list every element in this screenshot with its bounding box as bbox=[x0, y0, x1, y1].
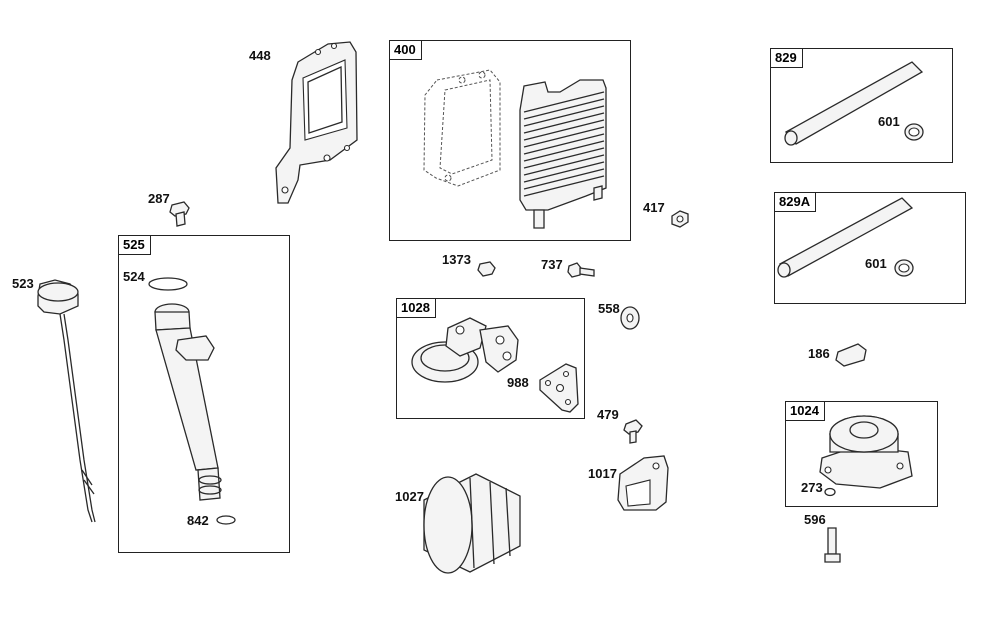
callout-524: 524 bbox=[123, 269, 145, 284]
group-label-1028: 1028 bbox=[396, 298, 436, 318]
callout-596: 596 bbox=[804, 512, 826, 527]
callout-988: 988 bbox=[507, 375, 529, 390]
callout-601-b: 601 bbox=[865, 256, 887, 271]
hose-part-829 bbox=[784, 61, 924, 146]
oil-filter-part-1027 bbox=[423, 473, 521, 574]
callout-287: 287 bbox=[148, 191, 170, 206]
group-box-1028: 1028 bbox=[396, 298, 585, 419]
bolt-part-596 bbox=[824, 527, 841, 563]
dipstick-tube-part-525 bbox=[148, 277, 236, 525]
group-box-400: 400 bbox=[389, 40, 631, 241]
fitting-part-186 bbox=[835, 343, 867, 367]
group-box-1024: 1024 bbox=[785, 401, 938, 507]
bolt-part-1373 bbox=[477, 261, 496, 277]
callout-842: 842 bbox=[187, 513, 209, 528]
callout-186: 186 bbox=[808, 346, 830, 361]
oil-cooler-part-400 bbox=[423, 69, 607, 229]
bracket-part-1017 bbox=[617, 455, 669, 511]
callout-558: 558 bbox=[598, 301, 620, 316]
group-box-829: 829 bbox=[770, 48, 953, 163]
callout-737: 737 bbox=[541, 257, 563, 272]
oil-pump-part-1024 bbox=[819, 415, 913, 489]
callout-1373: 1373 bbox=[442, 252, 471, 267]
callout-1027: 1027 bbox=[395, 489, 424, 504]
bracket-part-448 bbox=[275, 41, 358, 204]
hose-part-829a bbox=[777, 197, 914, 278]
group-label-525: 525 bbox=[118, 235, 151, 255]
nut-part-417 bbox=[671, 210, 689, 228]
group-label-1024: 1024 bbox=[785, 401, 825, 421]
group-label-829: 829 bbox=[770, 48, 803, 68]
callout-479: 479 bbox=[597, 407, 619, 422]
callout-448: 448 bbox=[249, 48, 271, 63]
callout-417: 417 bbox=[643, 200, 665, 215]
clamp-part-601-b bbox=[894, 259, 914, 277]
bolt-part-287 bbox=[169, 201, 190, 227]
callout-1017: 1017 bbox=[588, 466, 617, 481]
bolt-part-479 bbox=[623, 419, 643, 444]
group-box-525: 525 bbox=[118, 235, 290, 553]
group-label-400: 400 bbox=[389, 40, 422, 60]
dipstick-part-523 bbox=[37, 279, 96, 523]
o-ring-part-273 bbox=[824, 487, 836, 497]
callout-601-a: 601 bbox=[878, 114, 900, 129]
callout-273: 273 bbox=[801, 480, 823, 495]
gasket-part-988 bbox=[539, 363, 579, 413]
group-box-829a: 829A bbox=[774, 192, 966, 304]
bolt-part-737 bbox=[567, 262, 595, 278]
washer-part-558 bbox=[620, 306, 640, 330]
group-label-829a: 829A bbox=[774, 192, 817, 212]
filter-adapter-part-1028 bbox=[411, 317, 519, 383]
callout-523: 523 bbox=[12, 276, 34, 291]
clamp-part-601-a bbox=[904, 123, 924, 141]
